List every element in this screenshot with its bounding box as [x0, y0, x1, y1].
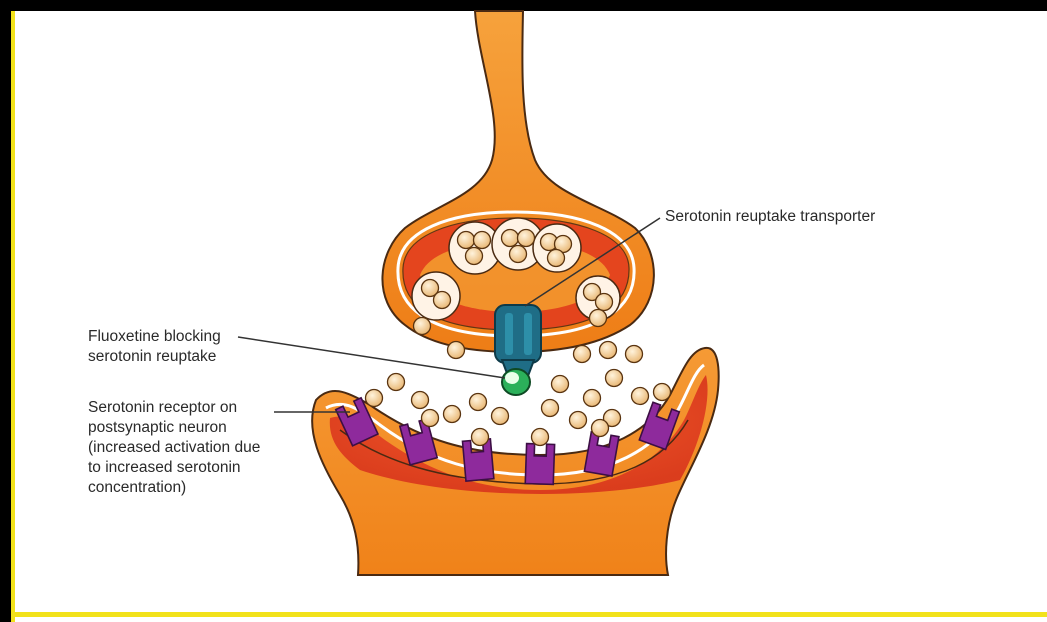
- serotonin-molecule: [448, 342, 465, 359]
- serotonin-molecule: [422, 410, 439, 427]
- serotonin-molecule: [574, 346, 591, 363]
- serotonin-molecule: [632, 388, 649, 405]
- serotonin-molecule: [470, 394, 487, 411]
- serotonin-molecule: [548, 250, 565, 267]
- serotonin-molecule: [472, 429, 489, 446]
- serotonin-molecule: [434, 292, 451, 309]
- serotonin-molecule: [532, 429, 549, 446]
- serotonin-molecule: [388, 374, 405, 391]
- serotonin-receptor: [525, 444, 554, 485]
- fluoxetine-molecule: [502, 369, 530, 395]
- serotonin-molecule: [600, 342, 617, 359]
- serotonin-molecule: [466, 248, 483, 265]
- serotonin-molecule: [502, 230, 519, 247]
- serotonin-molecule: [518, 230, 535, 247]
- serotonin-molecule: [492, 408, 509, 425]
- serotonin-molecule: [458, 232, 475, 249]
- label-serotonin-reuptake-transporter: Serotonin reuptake transporter: [665, 207, 875, 227]
- serotonin-molecule: [606, 370, 623, 387]
- serotonin-receptor: [584, 432, 619, 476]
- serotonin-molecule: [474, 232, 491, 249]
- serotonin-molecule: [444, 406, 461, 423]
- serotonin-molecule: [510, 246, 527, 263]
- serotonin-molecule: [570, 412, 587, 429]
- serotonin-molecule: [584, 390, 601, 407]
- serotonin-molecule: [412, 392, 429, 409]
- serotonin-molecule: [366, 390, 383, 407]
- serotonin-molecule: [552, 376, 569, 393]
- serotonin-molecule: [596, 294, 613, 311]
- serotonin-molecule: [414, 318, 431, 335]
- serotonin-molecule: [542, 400, 559, 417]
- serotonin-molecule: [654, 384, 671, 401]
- serotonin-molecule: [592, 420, 609, 437]
- serotonin-molecule: [590, 310, 607, 327]
- label-serotonin-receptor: Serotonin receptor on postsynaptic neuro…: [88, 398, 260, 498]
- reuptake-transporter: [495, 305, 541, 376]
- serotonin-molecule: [626, 346, 643, 363]
- label-fluoxetine-blocking: Fluoxetine blocking serotonin reuptake: [88, 327, 221, 367]
- presynaptic-neuron: [382, 11, 653, 352]
